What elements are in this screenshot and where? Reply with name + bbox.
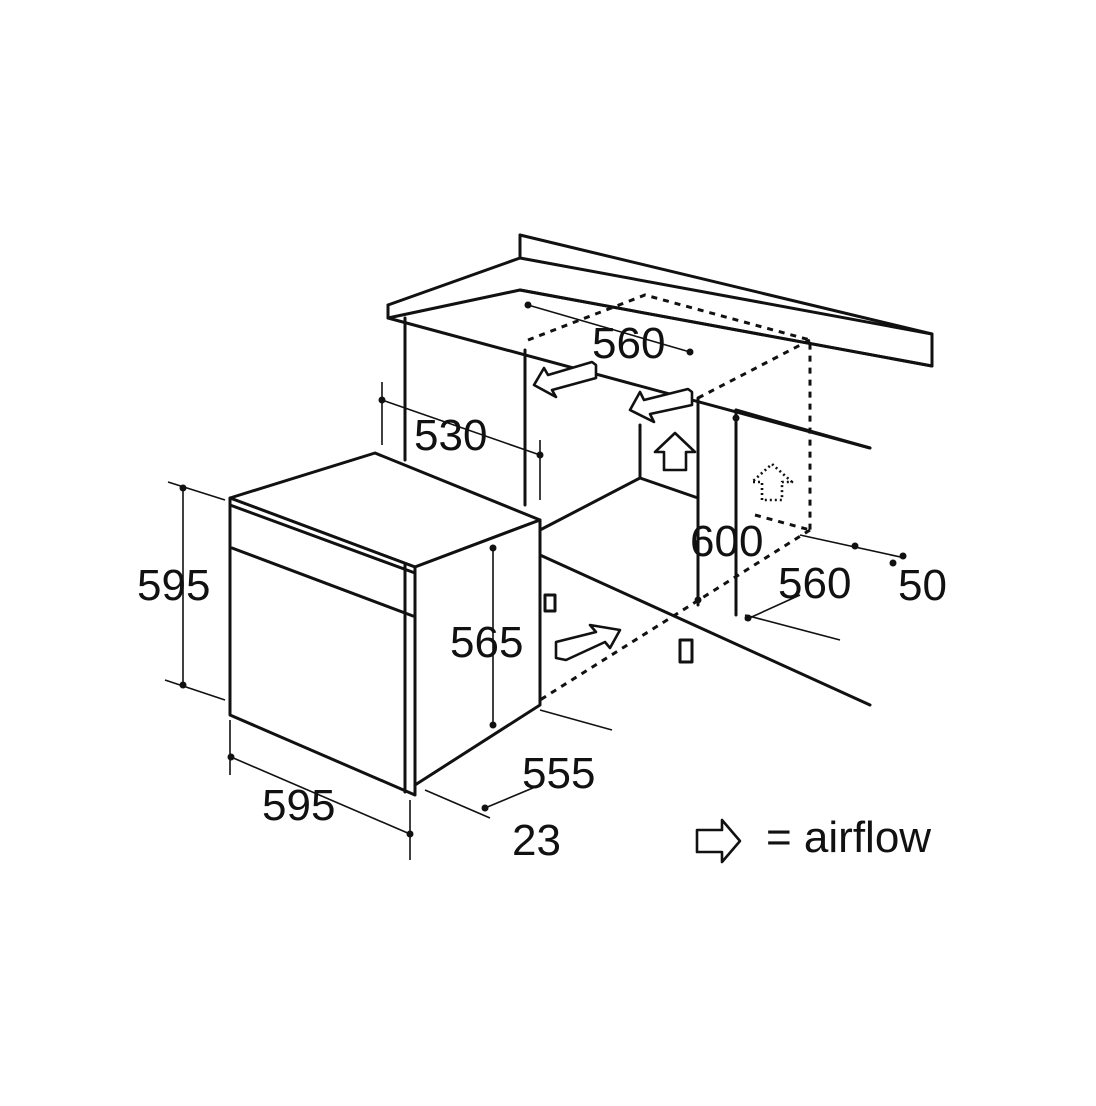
label-oven-width: 595 [262,781,335,830]
dimension-lines [164,301,907,860]
label-niche-height: 600 [690,517,763,566]
oven [228,451,542,797]
label-front-panel-depth: 23 [512,816,561,865]
label-oven-depth: 555 [522,749,595,798]
airflow-arrow-icon [653,431,697,472]
outline-arrow-icon [695,818,742,864]
dimension-labels: 595 595 565 555 23 530 560 600 560 50 [137,319,947,865]
label-niche-top-width: 560 [592,319,665,368]
countertop [386,233,934,450]
label-oven-height: 595 [137,561,210,610]
label-niche-depth: 530 [414,411,487,460]
label-oven-body-height: 565 [450,618,523,667]
label-niche-bottom-width: 560 [778,559,851,608]
airflow-arrow-icon [750,462,794,502]
airflow-arrows [532,360,794,662]
airflow-arrow-icon [554,623,622,662]
dashed-space [527,293,812,702]
legend-text: = airflow [766,813,931,862]
label-rear-gap: 50 [898,561,947,610]
legend: = airflow [695,813,931,864]
airflow-arrow-icon [628,387,694,424]
airflow-arrow-icon [532,360,598,399]
